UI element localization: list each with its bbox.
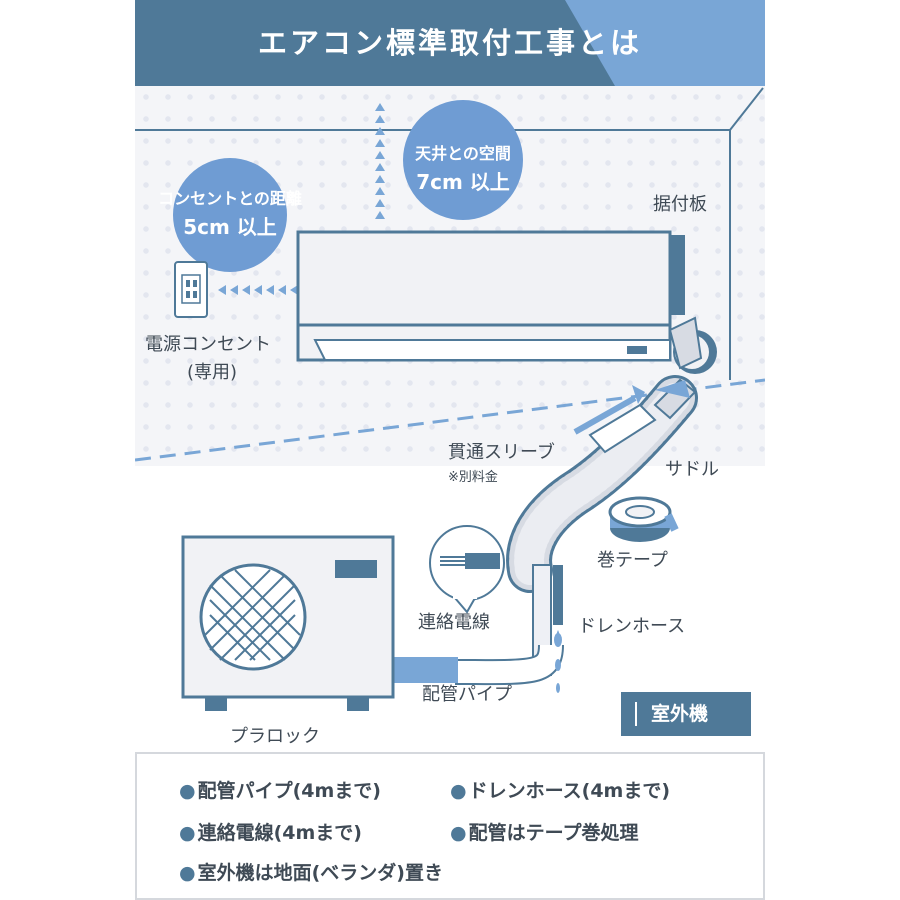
bullet-icon: ●: [179, 780, 196, 802]
mounting-plate-label: 据付板: [653, 194, 707, 215]
sleeve-label: 貫通スリーブ: [448, 442, 555, 463]
wall-hole: [668, 316, 717, 374]
outlet-distance-bubble: [173, 158, 287, 272]
drain-drops: [554, 630, 562, 693]
wire-callout: [429, 525, 505, 614]
wire-label: 連絡電線: [418, 612, 490, 633]
ceiling-space-text: 天井との空間 7cm 以上: [383, 140, 543, 195]
outlet-distance-line1: コンセントとの距離: [158, 189, 302, 208]
drain-label: ドレンホース: [578, 616, 686, 637]
note-text: 配管はテープ巻処理: [468, 822, 639, 844]
tape-label: 巻テープ: [597, 550, 668, 571]
bullet-icon: ●: [450, 780, 467, 802]
power-outlet-icon: [174, 261, 208, 318]
note-item: ●配管パイプ(4mまで): [179, 776, 381, 803]
notes-box: ●配管パイプ(4mまで) ●ドレンホース(4mまで) ●連絡電線(4mまで) ●…: [135, 752, 765, 900]
saddle-label: サドル: [665, 459, 719, 480]
note-text: 配管パイプ(4mまで): [197, 780, 381, 802]
wall-corner-edge: [729, 87, 764, 131]
installation-diagram: [135, 87, 765, 711]
header-banner: エアコン標準取付工事とは: [135, 0, 765, 86]
pipe-label: 配管パイプ: [422, 684, 512, 705]
installation-panel: エアコン標準取付工事とは: [135, 0, 765, 900]
sleeve-note: ※別料金: [448, 470, 498, 485]
ceiling-space-line2: 7cm 以上: [416, 170, 510, 194]
pipe-assembly: [390, 375, 698, 686]
bullet-icon: ●: [179, 862, 196, 884]
tape-roll-icon: [608, 496, 679, 542]
note-item: ●配管はテープ巻処理: [450, 818, 638, 845]
outlet-distance-line2: 5cm 以上: [183, 215, 277, 239]
note-text: 連絡電線(4mまで): [197, 822, 362, 844]
header-background: [135, 0, 765, 86]
block-label: プラロック: [230, 726, 320, 747]
outlet-label: 電源コンセント: [145, 334, 271, 355]
ceiling-space-line1: 天井との空間: [415, 144, 511, 163]
outlet-distance-text: コンセントとの距離 5cm 以上: [145, 185, 315, 240]
indoor-unit: [296, 230, 672, 362]
note-item: ●連絡電線(4mまで): [179, 818, 362, 845]
bullet-icon: ●: [450, 822, 467, 844]
note-text: ドレンホース(4mまで): [468, 780, 671, 802]
note-item: ●ドレンホース(4mまで): [450, 776, 670, 803]
page-title: エアコン標準取付工事とは: [257, 26, 642, 60]
outdoor-unit-tag: 室外機: [621, 692, 751, 736]
note-item: ●室外機は地面(ベランダ)置き: [179, 858, 443, 885]
ceiling-space-bubble: [403, 100, 523, 220]
note-text: 室外機は地面(ベランダ)置き: [197, 862, 443, 884]
bullet-icon: ●: [179, 822, 196, 844]
outdoor-unit: [181, 535, 395, 711]
outlet-sub-label: (専用): [187, 362, 238, 383]
sleeve-arrow: [573, 380, 690, 435]
ceiling-arrows: [375, 103, 385, 219]
outlet-arrows: [218, 285, 298, 295]
